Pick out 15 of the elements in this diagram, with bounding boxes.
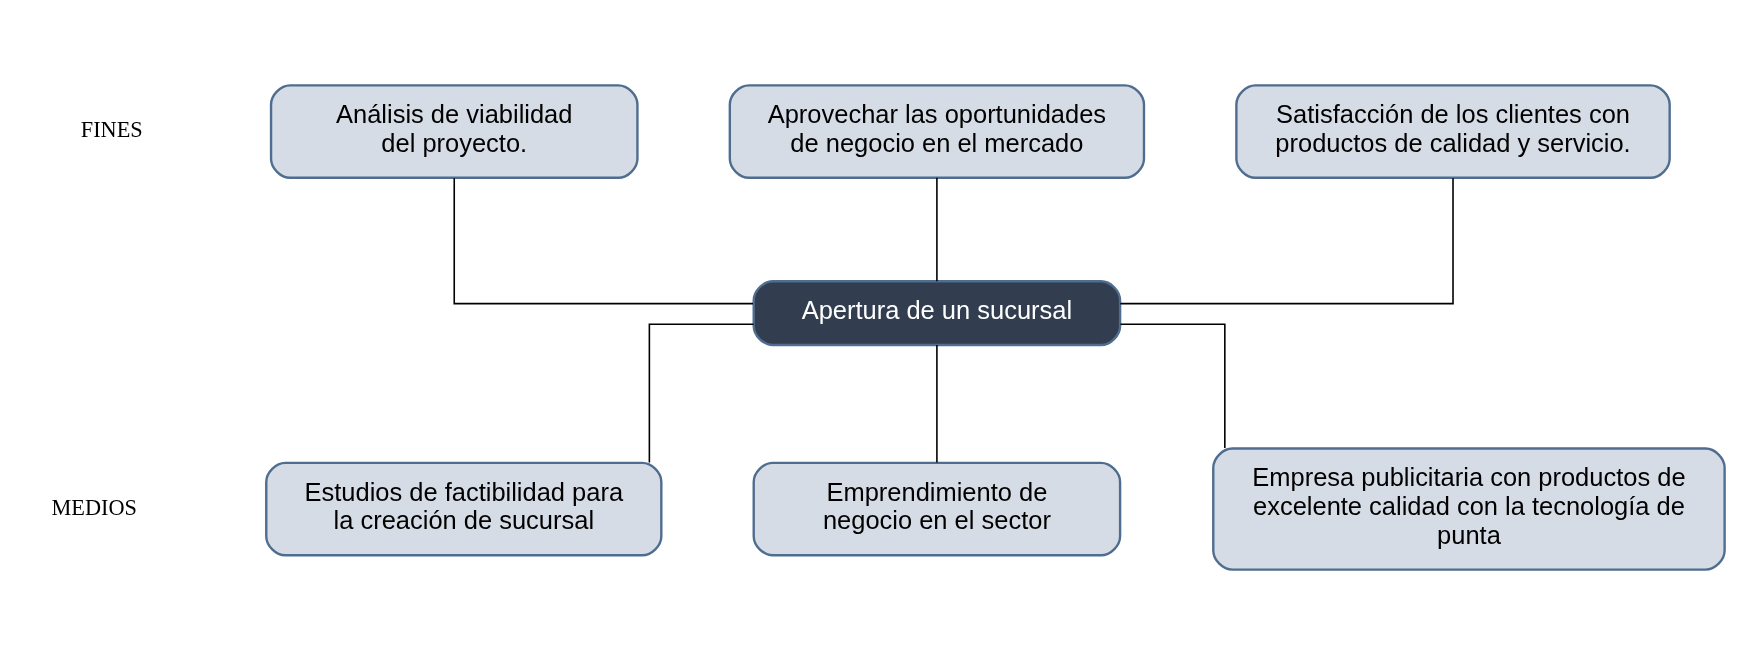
node-box: Apertura de un sucursal [752,279,1122,346]
label: FINES [80,116,143,142]
connector [1119,323,1226,449]
node-box: Aprovechar las oportunidades de negocio en el mercado [728,83,1146,179]
connector [936,343,938,463]
node-box: Análisis de viabilidad del proyecto. [269,83,639,179]
node-box: Emprendimiento de negocio en el sector [752,461,1122,556]
node-box: Empresa publicitaria con productos de excelente calidad con la tecnología de punta [1212,446,1726,571]
node-box: Estudios de factibilidad para la creación de sucursal [265,461,663,556]
connector [936,176,938,282]
connector [648,323,755,463]
node-box: Satisfacción de los clientes con productos de calidad y servicio. [1235,83,1671,179]
connector [1119,176,1454,304]
label: MEDIOS [51,494,137,520]
connector [453,176,754,304]
